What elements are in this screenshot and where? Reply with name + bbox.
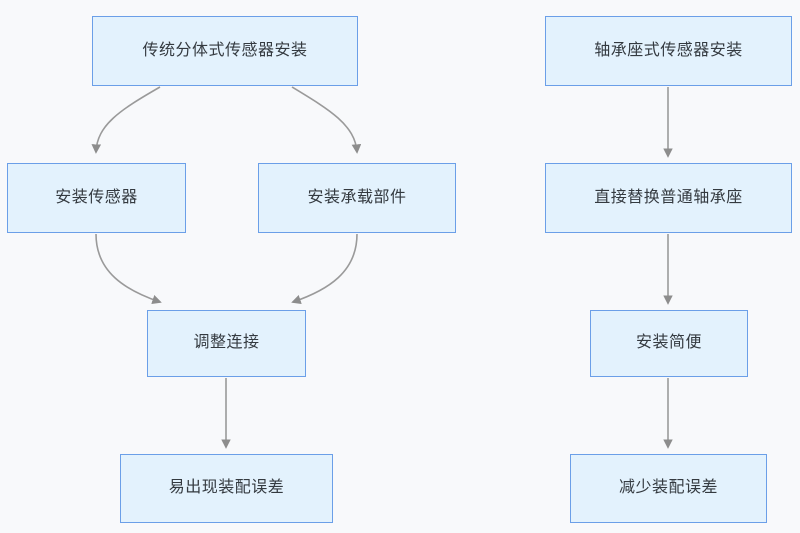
node-prone-to-assembly-error[interactable]: 易出现装配误差 [120, 454, 333, 523]
node-label: 轴承座式传感器安装 [594, 41, 743, 59]
edge-L2-L4 [95, 233, 162, 305]
node-label: 减少装配误差 [618, 479, 718, 497]
edge-L1-L3 [291, 86, 362, 154]
node-install-load-bearing-part[interactable]: 安装承载部件 [258, 163, 456, 233]
node-adjust-connection[interactable]: 调整连接 [147, 310, 306, 377]
node-direct-replace-ordinary-bearing-housing[interactable]: 直接替换普通轴承座 [545, 163, 792, 233]
node-label: 传统分体式传感器安装 [142, 41, 308, 59]
node-label: 直接替换普通轴承座 [594, 188, 743, 206]
node-label: 易出现装配误差 [168, 479, 285, 497]
node-install-sensor[interactable]: 安装传感器 [7, 163, 186, 233]
node-label: 调整连接 [193, 334, 260, 352]
node-label: 安装简便 [635, 334, 702, 352]
node-reduced-assembly-error[interactable]: 减少装配误差 [570, 454, 767, 523]
node-easy-installation[interactable]: 安装简便 [590, 310, 748, 377]
edge-L3-L4 [291, 233, 358, 305]
node-label: 安装传感器 [55, 188, 138, 206]
node-bearing-housing-sensor-installation[interactable]: 轴承座式传感器安装 [545, 16, 792, 86]
node-traditional-split-sensor-installation[interactable]: 传统分体式传感器安装 [92, 16, 358, 86]
node-label: 安装承载部件 [307, 188, 407, 206]
edge-L1-L2 [91, 86, 161, 154]
